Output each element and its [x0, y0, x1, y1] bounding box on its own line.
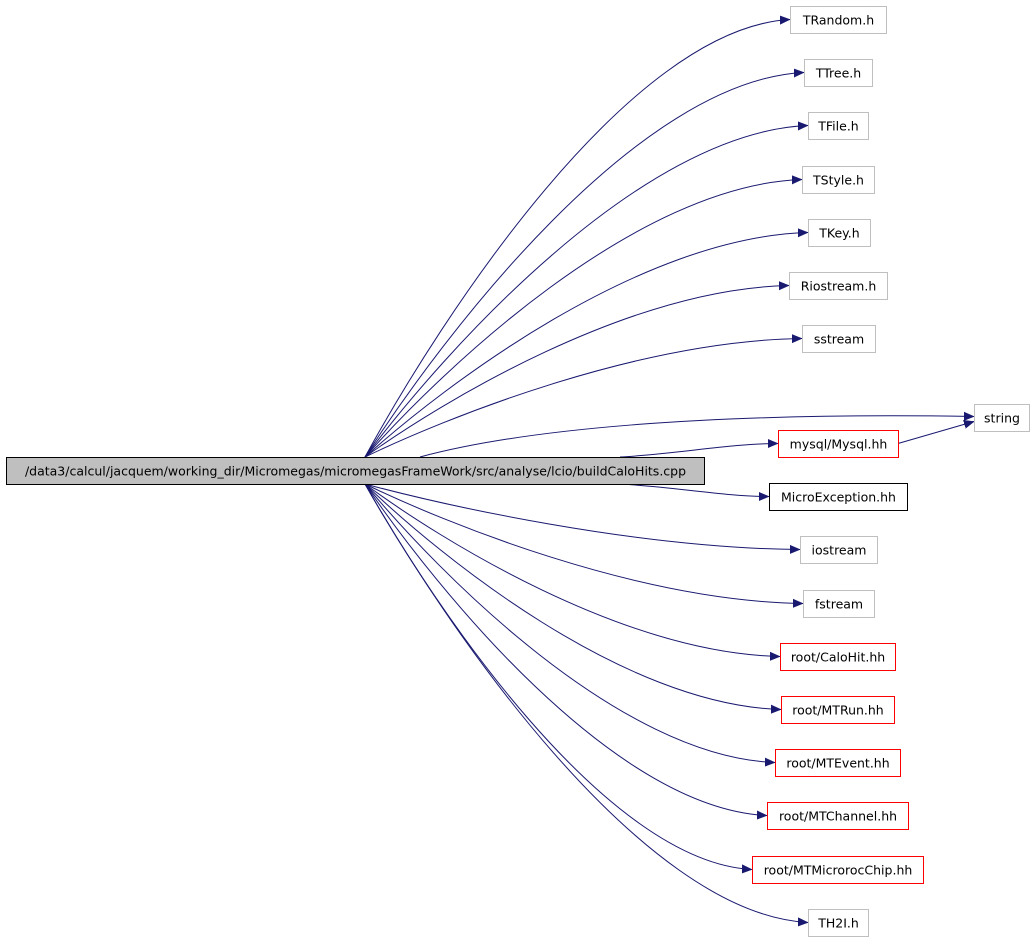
- node-fstream: fstream: [803, 590, 875, 618]
- edge-root-to-mtrun: [364, 483, 781, 710]
- edge-root-to-ttree: [364, 73, 804, 458]
- node-label: TTree.h: [815, 66, 861, 81]
- node-label: TFile.h: [817, 119, 858, 134]
- edges-layer: [364, 20, 974, 923]
- edge-root-to-mtmicrorocchip: [364, 483, 752, 870]
- node-mtevent[interactable]: root/MTEvent.hh: [775, 749, 901, 777]
- node-calohit[interactable]: root/CaloHit.hh: [780, 643, 896, 671]
- node-box: [789, 272, 888, 300]
- node-box: [800, 536, 878, 564]
- node-label: root/MTChannel.hh: [779, 809, 897, 824]
- edge-root-to-tfile: [364, 126, 808, 458]
- node-label: TRandom.h: [802, 13, 874, 28]
- edge-root-to-calohit: [364, 483, 780, 657]
- node-tkey: TKey.h: [808, 219, 871, 247]
- node-box: [769, 483, 908, 511]
- edge-root-to-iostream: [364, 483, 800, 550]
- node-box: [790, 6, 887, 34]
- node-label: TH2I.h: [817, 916, 859, 931]
- nodes-layer: /data3/calcul/jacquem/working_dir/Microm…: [6, 6, 1030, 937]
- node-mtrun[interactable]: root/MTRun.hh: [781, 696, 895, 724]
- node-box: [775, 749, 901, 777]
- node-box: [778, 430, 899, 458]
- node-box: [752, 856, 924, 884]
- node-label: Riostream.h: [801, 279, 877, 294]
- node-th2i: TH2I.h: [808, 909, 869, 937]
- node-label: sstream: [814, 332, 864, 347]
- node-box: [802, 325, 876, 353]
- node-riostream: Riostream.h: [789, 272, 888, 300]
- node-label: root/MTRun.hh: [792, 703, 883, 718]
- node-label: mysql/Mysql.hh: [790, 437, 888, 452]
- node-label: TStyle.h: [812, 173, 864, 188]
- root-node[interactable]: /data3/calcul/jacquem/working_dir/Microm…: [6, 457, 705, 485]
- node-box: [808, 909, 869, 937]
- node-box: [802, 166, 875, 194]
- node-mysql[interactable]: mysql/Mysql.hh: [778, 430, 899, 458]
- node-label: root/MTMicrorocChip.hh: [764, 863, 913, 878]
- edge-root-to-tstyle: [364, 180, 802, 458]
- node-box: [780, 643, 896, 671]
- node-ttree: TTree.h: [804, 59, 873, 87]
- edge-root-to-fstream: [364, 483, 803, 604]
- node-trandom: TRandom.h: [790, 6, 887, 34]
- node-box: [781, 696, 895, 724]
- node-label: root/CaloHit.hh: [791, 650, 885, 665]
- edge-root-to-sstream: [364, 339, 802, 458]
- node-label: string: [984, 411, 1020, 426]
- node-mtchannel[interactable]: root/MTChannel.hh: [767, 802, 909, 830]
- edge-root-to-mtevent: [364, 483, 775, 763]
- node-box: [767, 802, 909, 830]
- node-tstyle: TStyle.h: [802, 166, 875, 194]
- edge-root-to-tkey: [364, 233, 808, 458]
- edge-root-to-microexception: [619, 483, 769, 497]
- edge-root-to-mysql: [619, 444, 778, 458]
- edge-mysql-to-string: [897, 422, 974, 444]
- node-box: [6, 457, 705, 485]
- node-box: [808, 112, 869, 140]
- node-microexception[interactable]: MicroException.hh: [769, 483, 908, 511]
- edge-root-to-th2i: [364, 483, 808, 923]
- node-mtmicrorocchip[interactable]: root/MTMicrorocChip.hh: [752, 856, 924, 884]
- node-label: /data3/calcul/jacquem/working_dir/Microm…: [25, 464, 686, 479]
- node-string: string: [974, 404, 1030, 432]
- node-label: iostream: [812, 543, 867, 558]
- edge-root-to-trandom: [364, 20, 790, 458]
- edge-root-to-string: [419, 416, 974, 458]
- node-iostream: iostream: [800, 536, 878, 564]
- edge-root-to-mtchannel: [364, 483, 767, 816]
- node-label: root/MTEvent.hh: [786, 756, 889, 771]
- node-label: MicroException.hh: [781, 490, 896, 505]
- edge-root-to-riostream: [364, 286, 789, 458]
- node-box: [803, 590, 875, 618]
- node-sstream: sstream: [802, 325, 876, 353]
- node-tfile: TFile.h: [808, 112, 869, 140]
- node-box: [808, 219, 871, 247]
- node-box: [804, 59, 873, 87]
- node-label: fstream: [815, 597, 863, 612]
- node-label: TKey.h: [818, 226, 859, 241]
- node-box: [974, 404, 1030, 432]
